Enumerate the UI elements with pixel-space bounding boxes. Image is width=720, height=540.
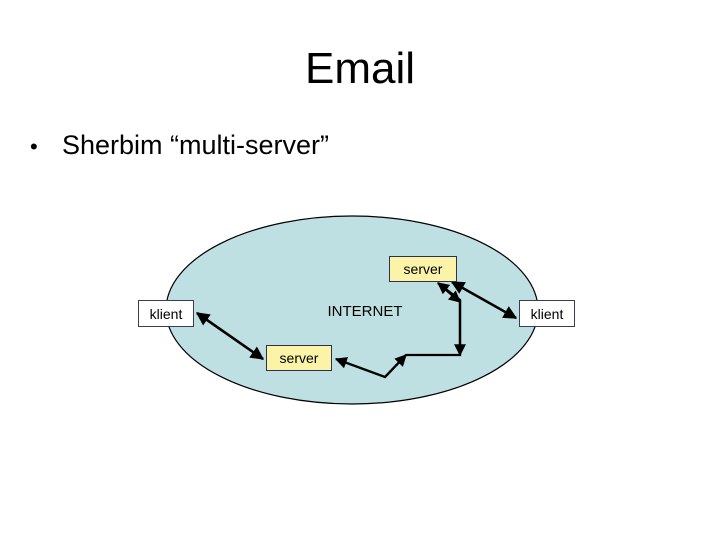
bullet-item-label: Sherbim “multi-server” [62,130,330,160]
bullet-list: • Sherbim “multi-server” [30,128,690,164]
node-klient-right-label: klient [530,305,564,322]
bullet-point-icon: • [30,134,38,159]
link-server-top-klient-right [450,280,518,320]
node-server-top[interactable]: server [389,256,457,282]
page-title: Email [304,44,416,93]
internet-cloud-label: INTERNET [327,303,403,320]
node-klient-left[interactable]: klient [138,300,194,327]
link-bend-arrow-up [384,354,407,378]
node-server-top-label: server [403,261,443,277]
node-server-bottom-label: server [279,350,319,366]
node-klient-left-label: klient [149,305,183,322]
node-klient-right[interactable]: klient [519,300,575,327]
list-item: • Sherbim “multi-server” [30,128,690,164]
node-server-bottom[interactable]: server [266,345,332,371]
link-klient-left-server-bottom [195,311,265,361]
